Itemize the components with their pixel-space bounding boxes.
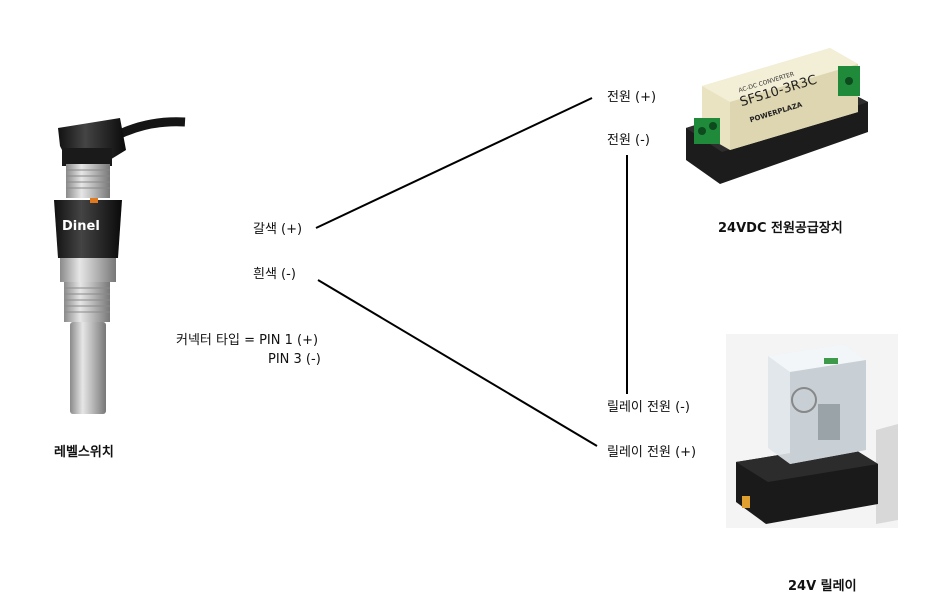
connector-type-line2: PIN 3 (-) bbox=[268, 352, 321, 367]
wire-white-to-relay-plus bbox=[317, 279, 598, 447]
relay-minus-terminal: 릴레이 전원 (-) bbox=[607, 400, 690, 415]
relay-label: 24V 릴레이 bbox=[788, 579, 857, 594]
dinel-logo: Dinel bbox=[62, 219, 100, 234]
connector-type-line1: 커넥터 타입 = PIN 1 (+) bbox=[176, 333, 319, 348]
psu-minus-terminal: 전원 (-) bbox=[607, 133, 650, 148]
brown-wire-label: 갈색 (+) bbox=[253, 222, 303, 237]
psu-label: 24VDC 전원공급장치 bbox=[718, 221, 843, 236]
wire-brown-to-psu-plus bbox=[315, 97, 593, 229]
psu-plus-terminal: 전원 (+) bbox=[607, 90, 657, 105]
white-wire-label: 흰색 (-) bbox=[253, 267, 296, 282]
level-switch-image: Dinel bbox=[54, 117, 186, 414]
relay-plus-terminal: 릴레이 전원 (+) bbox=[607, 445, 697, 460]
level-switch-label: 레벨스위치 bbox=[54, 445, 114, 460]
psu-image: AC-DC CONVERTER SFS10-3R3C POWERPLAZA bbox=[686, 48, 868, 184]
relay-image bbox=[726, 334, 898, 528]
